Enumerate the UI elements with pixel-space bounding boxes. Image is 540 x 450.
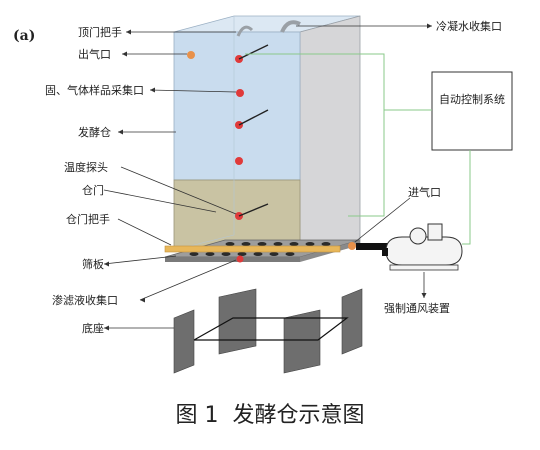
label-top-handle: 顶门把手 (78, 25, 122, 39)
label-door: 仓门 (82, 183, 104, 197)
outlet-port (187, 51, 195, 59)
leader-lines (103, 25, 432, 329)
air-pipe (356, 243, 388, 250)
chamber-side-face (299, 15, 361, 261)
chamber-box (173, 15, 361, 261)
leachate-port (236, 255, 244, 263)
label-base: 底座 (82, 321, 104, 335)
label-inlet: 进气口 (408, 185, 441, 199)
base (173, 288, 363, 374)
label-sampling-port: 固、气体样品采集口 (45, 83, 144, 97)
figure-caption: 图 1 发酵仓示意图 (176, 403, 365, 428)
door-handle-rail (164, 245, 341, 253)
top-handle-icon (236, 25, 254, 37)
blower-icon (382, 223, 463, 271)
control-system-box: 自动控制系统 (431, 71, 513, 151)
sensor-dot (235, 157, 243, 165)
label-outlet: 出气口 (78, 47, 111, 61)
label-leachate-port: 渗滤液收集口 (52, 293, 118, 307)
panel-label: (a) (13, 28, 35, 44)
label-condensate-port: 冷凝水收集口 (436, 19, 502, 33)
label-forced-ventilation: 强制通风装置 (384, 302, 450, 315)
condensate-port-icon (280, 20, 301, 33)
control-lines (245, 53, 471, 245)
label-chamber: 发酵仓 (78, 125, 111, 139)
sensor-dot (236, 89, 244, 97)
leader-arrowheads (104, 23, 432, 331)
label-temp-probe: 温度探头 (64, 160, 108, 174)
sensors (235, 44, 269, 220)
inlet-port (348, 242, 356, 250)
control-system-label: 自动控制系统 (439, 92, 505, 106)
label-sieve: 筛板 (82, 257, 104, 271)
label-door-handle: 仓门把手 (66, 212, 110, 226)
